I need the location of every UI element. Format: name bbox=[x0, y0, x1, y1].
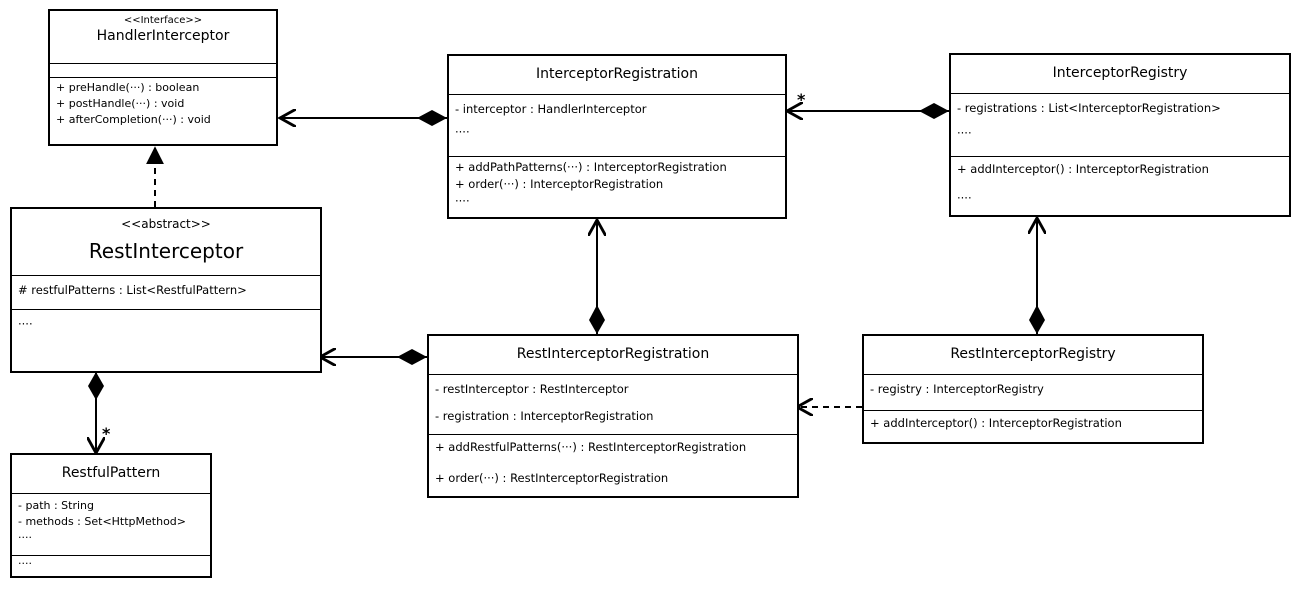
class-header: RestInterceptorRegistry bbox=[864, 336, 1202, 374]
method-line: + addInterceptor() : InterceptorRegistra… bbox=[870, 416, 1122, 430]
method-line: + addRestfulPatterns(···) : RestIntercep… bbox=[435, 440, 747, 454]
methods-section: + addInterceptor() : InterceptorRegistra… bbox=[951, 156, 1289, 209]
class-name: HandlerInterceptor bbox=[96, 28, 230, 44]
attributes-section: - path : String - methods : Set<HttpMeth… bbox=[12, 493, 210, 555]
method-line: + order(···) : InterceptorRegistration bbox=[455, 177, 664, 191]
class-header: RestfulPattern bbox=[12, 455, 210, 493]
class-header: RestInterceptorRegistration bbox=[429, 336, 797, 374]
attribute-line: - path : String bbox=[18, 499, 95, 512]
method-line: + preHandle(···) : boolean bbox=[56, 81, 200, 94]
class-header: <<Interface>> HandlerInterceptor bbox=[50, 11, 276, 63]
class-rest-interceptor-registration: RestInterceptorRegistration - restInterc… bbox=[427, 334, 799, 498]
class-restful-pattern: RestfulPattern - path : String - methods… bbox=[10, 453, 212, 578]
class-interceptor-registry: InterceptorRegistry - registrations : Li… bbox=[949, 53, 1291, 217]
method-line: + postHandle(···) : void bbox=[56, 97, 185, 110]
attribute-line: # restfulPatterns : List<RestfulPattern> bbox=[18, 283, 247, 297]
attribute-line: ···· bbox=[455, 125, 470, 139]
method-line: + order(···) : RestInterceptorRegistrati… bbox=[435, 471, 669, 485]
composition-diamond bbox=[589, 305, 605, 334]
attribute-line: - registrations : List<InterceptorRegist… bbox=[957, 101, 1221, 115]
class-interceptor-registration: InterceptorRegistration - interceptor : … bbox=[447, 54, 787, 219]
attributes-section bbox=[50, 63, 276, 77]
methods-section: ···· bbox=[12, 309, 320, 335]
class-rest-interceptor: <<abstract>> RestInterceptor # restfulPa… bbox=[10, 207, 322, 373]
attribute-line: - methods : Set<HttpMethod> bbox=[18, 515, 187, 528]
composition-diamond bbox=[1029, 305, 1045, 334]
attribute-line: ···· bbox=[957, 126, 972, 140]
class-name: RestfulPattern bbox=[61, 465, 161, 481]
composition-diamond bbox=[417, 110, 447, 126]
class-name: InterceptorRegistration bbox=[536, 66, 698, 82]
method-line: + afterCompletion(···) : void bbox=[56, 113, 211, 126]
multiplicity-label: * bbox=[102, 424, 111, 443]
attributes-section: - registrations : List<InterceptorRegist… bbox=[951, 93, 1289, 156]
method-line: ···· bbox=[957, 191, 972, 205]
class-rest-interceptor-registry: RestInterceptorRegistry - registry : Int… bbox=[862, 334, 1204, 444]
attributes-section: # restfulPatterns : List<RestfulPattern> bbox=[12, 275, 320, 309]
methods-section: ···· bbox=[12, 555, 210, 574]
class-stereotype: <<Interface>> bbox=[123, 15, 203, 26]
method-line: ···· bbox=[18, 557, 32, 570]
composition-diamond bbox=[397, 349, 427, 365]
composition-diamond bbox=[88, 372, 104, 400]
methods-section: + addPathPatterns(···) : InterceptorRegi… bbox=[449, 156, 785, 212]
methods-section: + preHandle(···) : boolean + postHandle(… bbox=[50, 77, 276, 130]
class-name: RestInterceptor bbox=[88, 239, 244, 263]
multiplicity-label: * bbox=[797, 90, 806, 109]
composition-diamond bbox=[919, 103, 949, 119]
class-name: RestInterceptorRegistration bbox=[516, 346, 710, 362]
attributes-section: - interceptor : HandlerInterceptor ···· bbox=[449, 94, 785, 156]
class-handler-interceptor: <<Interface>> HandlerInterceptor + preHa… bbox=[48, 9, 278, 146]
class-name: InterceptorRegistry bbox=[1052, 65, 1188, 81]
class-header: InterceptorRegistry bbox=[951, 55, 1289, 93]
method-line: + addInterceptor() : InterceptorRegistra… bbox=[957, 162, 1209, 176]
attributes-section: - restInterceptor : RestInterceptor - re… bbox=[429, 374, 797, 434]
attribute-line: - restInterceptor : RestInterceptor bbox=[435, 382, 629, 396]
attribute-line: - registration : InterceptorRegistration bbox=[435, 409, 654, 423]
method-line: ···· bbox=[18, 317, 33, 331]
methods-section: + addRestfulPatterns(···) : RestIntercep… bbox=[429, 434, 797, 489]
attribute-line: - interceptor : HandlerInterceptor bbox=[455, 102, 647, 116]
class-stereotype: <<abstract>> bbox=[121, 217, 211, 231]
class-header: <<abstract>> RestInterceptor bbox=[12, 209, 320, 275]
attributes-section: - registry : InterceptorRegistry bbox=[864, 374, 1202, 410]
class-name: RestInterceptorRegistry bbox=[950, 346, 1116, 362]
method-line: ···· bbox=[455, 194, 470, 208]
attribute-line: - registry : InterceptorRegistry bbox=[870, 382, 1044, 396]
class-header: InterceptorRegistration bbox=[449, 56, 785, 94]
methods-section: + addInterceptor() : InterceptorRegistra… bbox=[864, 410, 1202, 434]
method-line: + addPathPatterns(···) : InterceptorRegi… bbox=[455, 160, 727, 174]
attribute-line: ···· bbox=[18, 531, 32, 544]
